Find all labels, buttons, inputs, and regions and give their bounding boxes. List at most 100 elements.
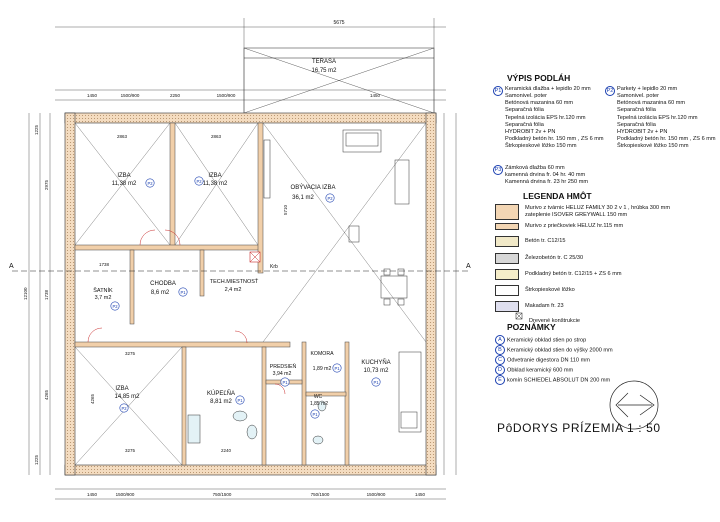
floor-tag: P1	[180, 290, 186, 295]
floor-tag: P1	[282, 380, 288, 385]
room-area: 11,38 m2	[112, 181, 137, 187]
floor-tag: P2	[196, 179, 202, 184]
dim-interior-8: 5710	[283, 204, 288, 215]
floor-p2-line: Tepelná izolácia EPS hr.120 mm	[617, 114, 698, 121]
dim-bottom-6: 1450	[415, 492, 426, 497]
dim-interior-5: 3275	[125, 448, 136, 453]
section-marker-left: A	[9, 263, 14, 270]
note-text: Keramický obklad stien po strop	[507, 337, 587, 344]
legend-swatch	[495, 285, 519, 297]
dim-interior-6: 2240	[221, 448, 232, 453]
notes-heading: POZNÁMKY	[507, 322, 556, 332]
legend-item: Štrkopieskové lôžko	[495, 285, 720, 297]
north-arrow-icon	[609, 380, 659, 430]
exterior-walls	[64, 112, 437, 476]
legend-text: zateplenie ISOVER GREYWALL 150 mm	[525, 211, 628, 218]
dim-bottom-4: 750/1500	[311, 492, 330, 497]
dim-interior-3: 1738	[99, 262, 110, 267]
dim-top-2: 1500/900	[121, 93, 140, 98]
dim-interior-7: 4265	[90, 393, 95, 404]
floor-p1-tag: P1	[493, 85, 503, 96]
legend-item: Murivo z tvárnic HELUZ FAMILY 30 2 v 1 ,…	[495, 203, 720, 220]
floor-tag: P1	[312, 412, 318, 417]
wood-swatch-x	[515, 312, 523, 320]
room-area: 10,73 m2	[363, 368, 389, 374]
terrace-diagonal	[243, 47, 435, 114]
room-kupelna: KÚPEĽŇA 8,81 m2 P1	[207, 390, 245, 405]
floor-p2: P2 Parkety + lepidlo 20 mm Samonivel. po…	[605, 85, 716, 149]
dim-bottom-5: 1500/900	[367, 492, 386, 497]
materials-legend-heading: LEGENDA HMÔT	[523, 191, 592, 201]
dim-left-5: 1225	[34, 454, 39, 465]
drawing-title: PôDORYS PRÍZEMIA 1 : 50	[497, 421, 661, 435]
floor-p3-line: Kamenná drvina fr. 23 hr 250 mm	[505, 179, 589, 186]
room-tech: TECH.MIESTNOSŤ 2,4 m2	[210, 277, 259, 293]
legend-item: Železobetón tr. C 25/30	[495, 253, 720, 265]
floor-schedule-heading: VÝPIS PODLÁH	[507, 73, 571, 83]
room-obyvacia: OBÝVACIA IZBA 36,1 m2 P2	[291, 184, 335, 203]
chimney-x	[249, 251, 261, 263]
note-text: Obklad keramický 600 mm	[507, 367, 574, 374]
note-text: Keramický obklad stien do výšky 2000 mm	[507, 347, 613, 354]
legend-swatch	[495, 236, 519, 248]
room-name: KOMORA	[310, 351, 334, 357]
dim-top-4: 1500/900	[217, 93, 236, 98]
dim-interior-1: 2863	[117, 134, 128, 139]
floor-p2-line: Štrkopieskové lôžko 150 mm	[617, 143, 689, 150]
interior-walls	[74, 122, 350, 466]
floor-p2-line: Samonivel. poter	[617, 93, 659, 100]
note-tag: D	[495, 364, 505, 375]
room-name: KÚPEĽŇA	[207, 390, 235, 397]
room-name: CHODBA	[150, 281, 176, 287]
floor-p1-line: Keramická dlažba + lepidlo 20 mm	[505, 85, 591, 92]
legend-wood-text: Drevené konštrukcie	[529, 318, 580, 325]
dim-left-overall: 12100	[23, 287, 28, 300]
room-name: PREDSIEŇ	[270, 363, 297, 370]
room-area: 1,85 m2	[310, 401, 328, 407]
legend-text: Makadam fr. 23	[525, 302, 564, 309]
terrace-outline	[243, 47, 435, 113]
living-furniture	[263, 129, 422, 433]
floor-p2-line: Separačná fólia	[617, 107, 656, 114]
floor-tag: P1	[237, 398, 243, 403]
floor-p1-line: Separačná fólia	[505, 107, 544, 114]
note-tag: E	[495, 374, 505, 385]
floor-p3-line: kamenná drvina fr. 04 hr. 40 mm	[505, 172, 586, 179]
dim-interior-2: 2863	[211, 134, 222, 139]
floor-p2-line: Podkladný betón hr. 150 mm , ZS 6 mm	[617, 135, 716, 142]
room-name: IZBA	[115, 386, 128, 392]
legend-text: Štrkopieskové lôžko	[525, 286, 575, 293]
note-text: komín SCHIEDEL ABSOLUT DN 200 mm	[507, 377, 611, 384]
floor-p2-tag: P2	[605, 85, 615, 96]
floor-p1-line: Samonivel. poter	[505, 93, 547, 100]
dim-left-3: 1738	[44, 289, 49, 300]
floor-tag: P1	[334, 366, 340, 371]
dim-bottom-3: 750/1500	[213, 492, 232, 497]
room-wc: WC 1,85 m2 P1	[310, 394, 328, 419]
floor-p2-line: Separačná fólia	[617, 121, 656, 128]
room-area: 11,38 m2	[203, 181, 228, 187]
room-name: TECH.MIESTNOSŤ	[210, 277, 259, 285]
room-name: ŠATNÍK	[93, 287, 113, 294]
floor-p1-line: Separačná fólia	[505, 121, 544, 128]
legend-text: Podkladný betón tr. C12/15 + ZS 6 mm	[525, 270, 622, 277]
legend-text: Murivo z priečkoviek HELUZ hr.115 mm	[525, 222, 624, 229]
dim-bottom-1: 1450	[87, 492, 98, 497]
krb-label: Krb	[270, 264, 278, 270]
dim-top-3: 2250	[170, 93, 181, 98]
legend-swatch	[495, 301, 519, 313]
note-tag: A	[495, 334, 505, 345]
room-area: 1,89 m2	[313, 366, 332, 372]
legend-text: Murivo z tvárnic HELUZ FAMILY 30 2 v 1 ,…	[525, 204, 670, 211]
legend-item: Podkladný betón tr. C12/15 + ZS 6 mm	[495, 269, 720, 281]
floor-p1: P1 Keramická dlažba + lepidlo 20 mm Samo…	[493, 85, 604, 149]
dim-top-1: 1450	[87, 93, 98, 98]
note-text: Odvetranie digestora DN 110 mm	[507, 357, 590, 364]
dim-top-overall: 5675	[333, 20, 344, 26]
materials-legend: LEGENDA HMÔT Murivo z tvárnic HELUZ FAMI…	[495, 191, 720, 325]
